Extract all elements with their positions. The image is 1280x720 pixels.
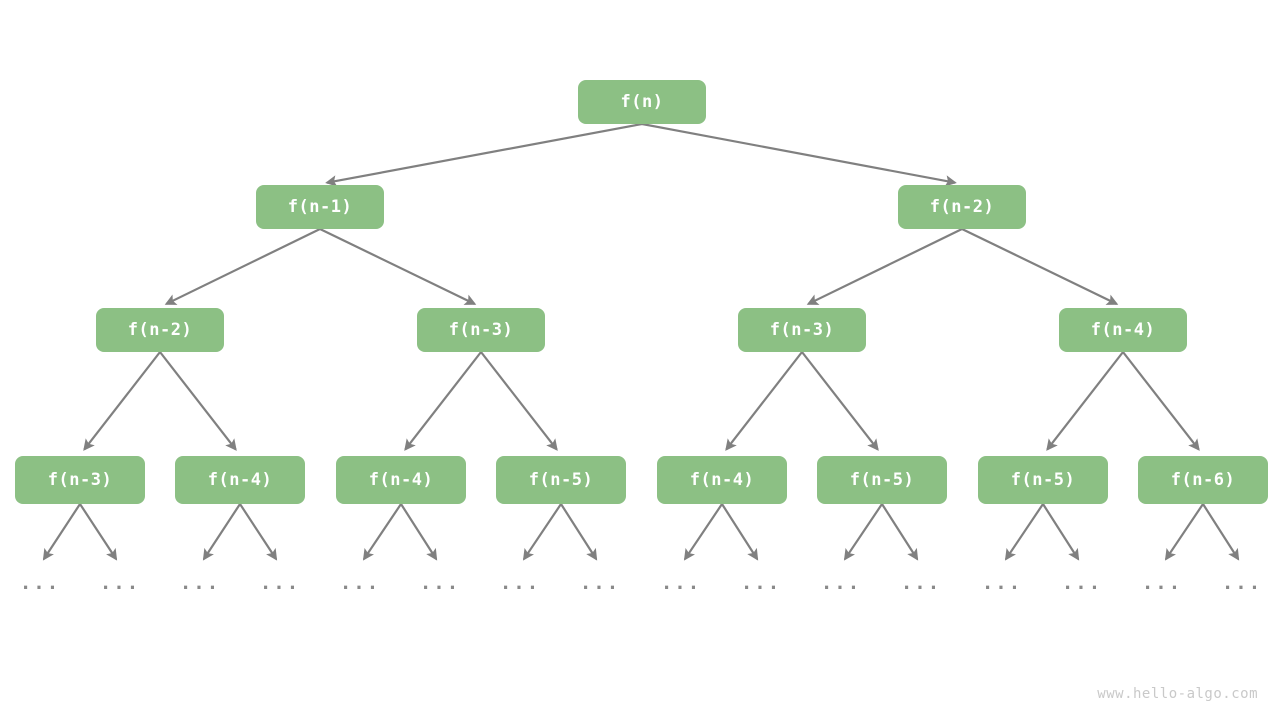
tree-node: f(n-4)	[175, 456, 305, 504]
ellipsis-marker: ...	[820, 572, 862, 594]
ellipsis-marker: ...	[419, 572, 461, 594]
tree-leaf-edge	[239, 503, 278, 561]
tree-node: f(n-4)	[336, 456, 466, 504]
ellipsis-marker: ...	[1061, 572, 1103, 594]
tree-leaf-edge	[1042, 503, 1080, 561]
tree-edge	[801, 351, 879, 451]
tree-edge	[319, 228, 477, 305]
tree-edge	[404, 351, 482, 451]
tree-edge	[1046, 351, 1124, 451]
tree-edge	[1122, 351, 1200, 451]
tree-node: f(n)	[578, 80, 706, 124]
tree-leaf-edge	[1164, 503, 1204, 561]
ellipsis-marker: ...	[660, 572, 702, 594]
watermark: www.hello-algo.com	[1097, 686, 1258, 702]
tree-edge	[159, 351, 237, 451]
tree-edge	[83, 351, 161, 451]
ellipsis-marker: ...	[179, 572, 221, 594]
tree-node: f(n-3)	[417, 308, 545, 352]
ellipsis-marker: ...	[900, 572, 942, 594]
tree-leaf-edge	[202, 503, 241, 561]
ellipsis-marker: ...	[579, 572, 621, 594]
tree-leaf-edge	[522, 503, 562, 561]
tree-node: f(n-1)	[256, 185, 384, 229]
ellipsis-marker: ...	[339, 572, 381, 594]
tree-node: f(n-5)	[978, 456, 1108, 504]
tree-node: f(n-2)	[96, 308, 224, 352]
tree-leaf-edge	[560, 503, 598, 561]
ellipsis-marker: ...	[981, 572, 1023, 594]
ellipsis-marker: ...	[259, 572, 301, 594]
ellipsis-marker: ...	[1221, 572, 1263, 594]
tree-leaf-edge	[881, 503, 919, 561]
tree-leaf-edge	[400, 503, 438, 561]
ellipsis-marker: ...	[1141, 572, 1183, 594]
tree-node: f(n-5)	[496, 456, 626, 504]
tree-edge	[325, 122, 643, 187]
tree-edge	[641, 122, 957, 187]
tree-node: f(n-5)	[817, 456, 947, 504]
tree-leaf-edge	[1202, 503, 1240, 561]
ellipsis-marker: ...	[19, 572, 61, 594]
tree-leaf-edge	[42, 503, 81, 561]
tree-leaf-edge	[79, 503, 118, 561]
tree-node: f(n-2)	[898, 185, 1026, 229]
tree-node: f(n-4)	[657, 456, 787, 504]
tree-edge	[961, 228, 1119, 305]
tree-edge	[164, 228, 321, 305]
tree-leaf-edge	[683, 503, 723, 561]
tree-leaf-edge	[362, 503, 402, 561]
tree-leaf-edge	[843, 503, 883, 561]
tree-leaf-edge	[721, 503, 759, 561]
tree-edge	[480, 351, 558, 451]
ellipsis-marker: ...	[499, 572, 541, 594]
ellipsis-marker: ...	[740, 572, 782, 594]
tree-node: f(n-6)	[1138, 456, 1268, 504]
tree-node: f(n-4)	[1059, 308, 1187, 352]
tree-leaf-edge	[1004, 503, 1044, 561]
tree-node: f(n-3)	[15, 456, 145, 504]
ellipsis-marker: ...	[99, 572, 141, 594]
tree-edge	[725, 351, 803, 451]
tree-node: f(n-3)	[738, 308, 866, 352]
tree-edge	[806, 228, 963, 305]
